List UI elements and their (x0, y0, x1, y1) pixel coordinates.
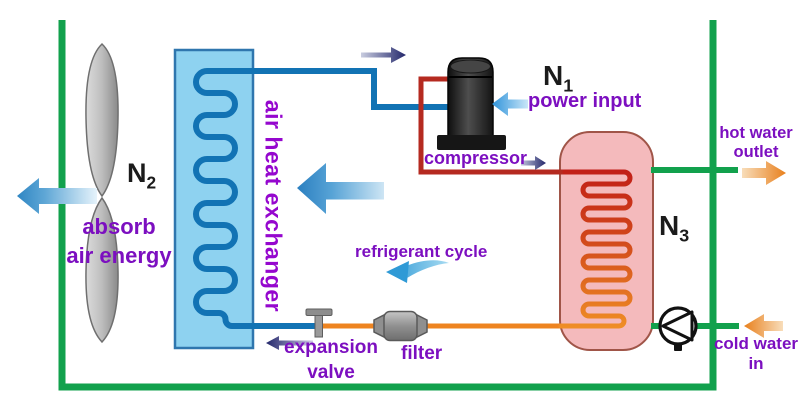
expansion-valve-handle (305, 308, 333, 316)
fan-id-label: N2 (127, 158, 157, 193)
compressor-top-cap (450, 59, 491, 74)
cold-refrigerant-pipe-and-coil (193, 68, 455, 329)
hot-refrigerant-pipe (418, 76, 567, 175)
refrigerant-cycle-swoosh (406, 260, 449, 278)
expansion-valve-stem (314, 314, 323, 338)
compressor-base (437, 135, 506, 150)
air-heat-exchanger-box (173, 48, 255, 350)
refrigerant-cycle-label: refrigerant cycle (355, 242, 488, 261)
fan-blade-top (85, 42, 119, 198)
filter-body (383, 310, 418, 342)
power-input-arrow-icon (492, 92, 528, 116)
cold-water-arrow-icon (744, 314, 783, 338)
power-input-label: power input (528, 90, 642, 112)
filter-label: filter (401, 343, 443, 364)
airflow-arrow-middle-icon (297, 163, 384, 214)
air-heat-exchanger-label: air heat exchanger (260, 99, 287, 313)
refrigerant-cycle-arrowhead-icon (386, 261, 409, 283)
flow-arrow-expansion-icon (266, 336, 313, 350)
airflow-arrow-left-icon (17, 178, 97, 214)
compressor-label: compressor (424, 148, 528, 168)
pump-triangle (661, 310, 694, 342)
tank-id-label: N3 (659, 210, 690, 246)
tank-heat-exchanger-coil (558, 169, 633, 329)
compressor-id-label: N1 (543, 60, 574, 96)
fan-blade-bottom (85, 196, 119, 344)
hot-water-arrow-icon (742, 161, 786, 185)
flow-arrow-top-icon (361, 47, 406, 63)
flow-arrow-compressor-icon (521, 156, 546, 170)
